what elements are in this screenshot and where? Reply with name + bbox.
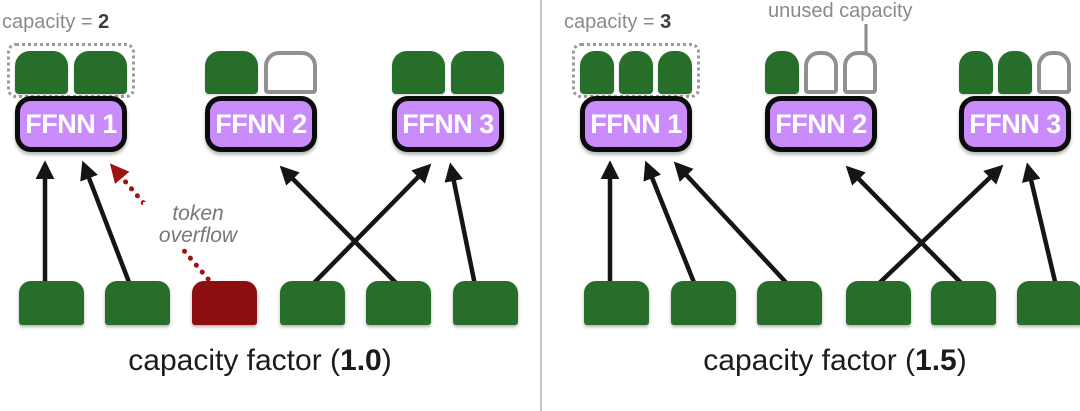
expert-label: FFNN 2 bbox=[775, 108, 867, 139]
token-overflow-annotation: token overflow bbox=[143, 202, 253, 248]
token bbox=[584, 281, 649, 325]
token bbox=[19, 281, 84, 325]
token bbox=[931, 281, 996, 325]
capacity-slot bbox=[74, 51, 127, 94]
expert-box-right-ffnn1: FFNN 1 bbox=[580, 96, 692, 152]
expert-box-right-ffnn2: FFNN 2 bbox=[765, 96, 877, 152]
caption-left-prefix: capacity factor ( bbox=[128, 344, 341, 377]
caption-right-suffix: ) bbox=[956, 344, 967, 377]
token bbox=[105, 281, 170, 325]
caption-right-prefix: capacity factor ( bbox=[703, 344, 916, 377]
capacity-value-right: 3 bbox=[660, 11, 672, 33]
capacity-slot bbox=[205, 51, 258, 94]
capacity-label-left-text: capacity = bbox=[2, 11, 93, 33]
token bbox=[280, 281, 345, 325]
capacity-slot bbox=[392, 51, 445, 94]
slot-row-right-ffnn1 bbox=[580, 51, 692, 94]
slot-row-left-ffnn1 bbox=[15, 51, 127, 94]
arrow-right-token2-to-ffnn1 bbox=[643, 160, 700, 291]
arrow-left-token6-to-ffnn3 bbox=[444, 162, 479, 291]
capacity-slot bbox=[658, 51, 692, 94]
capacity-value-left: 2 bbox=[98, 11, 110, 33]
expert-label: FFNN 3 bbox=[402, 108, 494, 139]
capacity-slot bbox=[998, 51, 1032, 94]
arrow-right-token5-to-ffnn2 bbox=[845, 165, 970, 292]
token bbox=[757, 281, 822, 325]
capacity-label-right: capacity = 3 bbox=[564, 11, 671, 34]
expert-box-left-ffnn1: FFNN 1 bbox=[15, 96, 127, 152]
arrow-left-token5-to-ffnn2 bbox=[279, 165, 405, 292]
capacity-slot bbox=[451, 51, 504, 94]
token bbox=[671, 281, 736, 325]
expert-box-left-ffnn3: FFNN 3 bbox=[392, 96, 504, 152]
capacity-slot bbox=[804, 51, 838, 94]
unused-capacity-label: unused capacity bbox=[768, 0, 913, 22]
arrow-right-token3-to-ffnn1 bbox=[673, 161, 795, 292]
token bbox=[1017, 281, 1080, 325]
expert-label: FFNN 3 bbox=[969, 108, 1061, 139]
capacity-slot bbox=[1037, 51, 1071, 94]
token bbox=[453, 281, 518, 325]
slot-row-left-ffnn2 bbox=[205, 51, 317, 94]
expert-label: FFNN 1 bbox=[590, 108, 682, 139]
token-overflow-line1: token bbox=[172, 202, 224, 225]
arrow-left-token4-to-ffnn3 bbox=[305, 163, 432, 292]
capacity-slot bbox=[619, 51, 653, 94]
slot-row-right-ffnn2 bbox=[765, 51, 877, 94]
slot-row-left-ffnn3 bbox=[392, 51, 504, 94]
arrow-right-token6-to-ffnn3 bbox=[1022, 162, 1060, 291]
arrow-left-token2-to-ffnn1 bbox=[80, 160, 135, 291]
capacity-slot-unused bbox=[843, 51, 877, 94]
arrow-left-token3-overflow-dotted bbox=[109, 163, 217, 289]
token bbox=[846, 281, 911, 325]
capacity-label-left: capacity = 2 bbox=[2, 11, 109, 34]
token-overflow-line2: overflow bbox=[158, 224, 238, 247]
expert-box-right-ffnn3: FFNN 3 bbox=[959, 96, 1071, 152]
token bbox=[366, 281, 431, 325]
capacity-slot bbox=[765, 51, 799, 94]
capacity-slot bbox=[264, 51, 317, 94]
arrow-right-token4-to-ffnn3 bbox=[870, 164, 1004, 292]
capacity-slot bbox=[959, 51, 993, 94]
caption-left-suffix: ) bbox=[381, 344, 392, 377]
capacity-label-right-text: capacity = bbox=[564, 11, 655, 33]
panel-divider bbox=[540, 0, 542, 411]
caption-right: capacity factor (1.5) bbox=[570, 344, 1080, 378]
expert-box-left-ffnn2: FFNN 2 bbox=[205, 96, 317, 152]
capacity-slot bbox=[580, 51, 614, 94]
token-overflow bbox=[192, 281, 257, 325]
caption-left: capacity factor (1.0) bbox=[0, 344, 520, 378]
slot-row-right-ffnn3 bbox=[959, 51, 1071, 94]
capacity-slot bbox=[15, 51, 68, 94]
expert-label: FFNN 1 bbox=[25, 108, 117, 139]
caption-left-value: 1.0 bbox=[340, 344, 382, 377]
expert-label: FFNN 2 bbox=[215, 108, 307, 139]
caption-right-value: 1.5 bbox=[915, 344, 957, 377]
